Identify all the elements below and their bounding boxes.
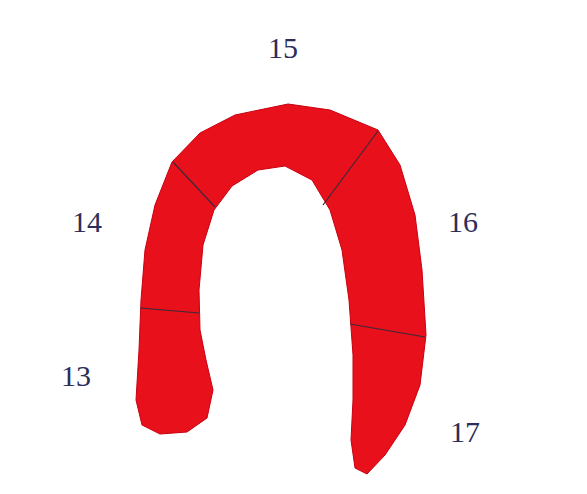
arch-shape [136,104,426,474]
callout-number: 14 [72,207,102,237]
callout-number: 17 [450,417,480,447]
segment-divider [323,131,378,205]
segment-divider [350,324,425,337]
segment-divider [140,308,199,313]
callout-number: 13 [61,361,91,391]
segment-divider [173,162,215,207]
callout-number: 16 [448,207,478,237]
callout-number: 15 [268,33,298,63]
